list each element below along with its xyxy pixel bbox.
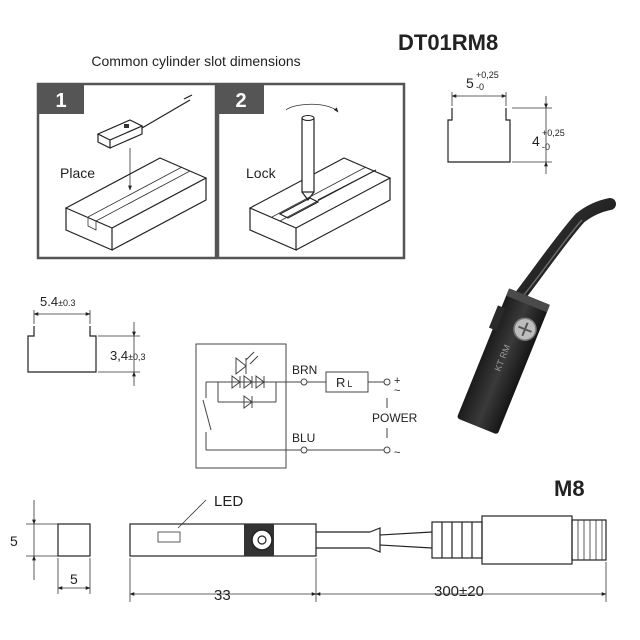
step-panel-place: 1 Place	[36, 82, 218, 260]
slot-left-height: 3,4±0,3	[110, 348, 146, 363]
body-length: 33	[214, 587, 231, 604]
step-panel-lock: 2 Lock	[216, 82, 406, 260]
step-number-1: 1	[55, 90, 66, 112]
slot-top-width-tol-upper: +0,25	[476, 70, 499, 80]
slot-dimension-left: 5.4±0.3 3,4±0,3	[27, 294, 146, 386]
end-view-width: 5	[70, 571, 78, 587]
cylinder-block-1	[64, 157, 208, 251]
slot-dimension-top: 5 +0,25 -0 4 +0,25 -0	[447, 70, 565, 174]
slot-top-height-tol-lower: -0	[542, 142, 550, 152]
model-name: DT01RM8	[398, 30, 498, 55]
end-view-height: 5	[10, 533, 18, 549]
slot-top-height-tol-upper: +0,25	[542, 128, 565, 138]
connector-label: M8	[554, 476, 585, 501]
slot-top-width-tol-lower: -0	[476, 82, 484, 92]
screwdriver	[285, 103, 339, 201]
end-view-drawing: 5 5	[10, 500, 91, 594]
wire-blu-label: BLU	[292, 431, 315, 445]
slot-top-width: 5	[466, 75, 474, 91]
section-title: Common cylinder slot dimensions	[91, 53, 300, 69]
led-label: LED	[214, 493, 243, 510]
tilde-bottom: ~	[394, 447, 400, 459]
side-view-drawing: LED 33 300±20	[129, 493, 607, 604]
power-label: POWER	[372, 411, 418, 425]
sensor-photo: KT RM	[457, 198, 616, 434]
plus-sign: +	[394, 375, 400, 387]
wire-brn-label: BRN	[292, 363, 317, 377]
tilde-top: ~	[394, 385, 400, 397]
slot-left-width: 5.4±0.3	[40, 294, 76, 309]
step-label-lock: Lock	[246, 165, 277, 181]
step-number-2: 2	[235, 90, 246, 112]
sensor-part-1	[96, 94, 193, 149]
step-label-place: Place	[60, 165, 95, 181]
m8-connector	[431, 515, 607, 565]
slot-top-height: 4	[532, 133, 540, 149]
cable-length: 300±20	[434, 583, 484, 600]
